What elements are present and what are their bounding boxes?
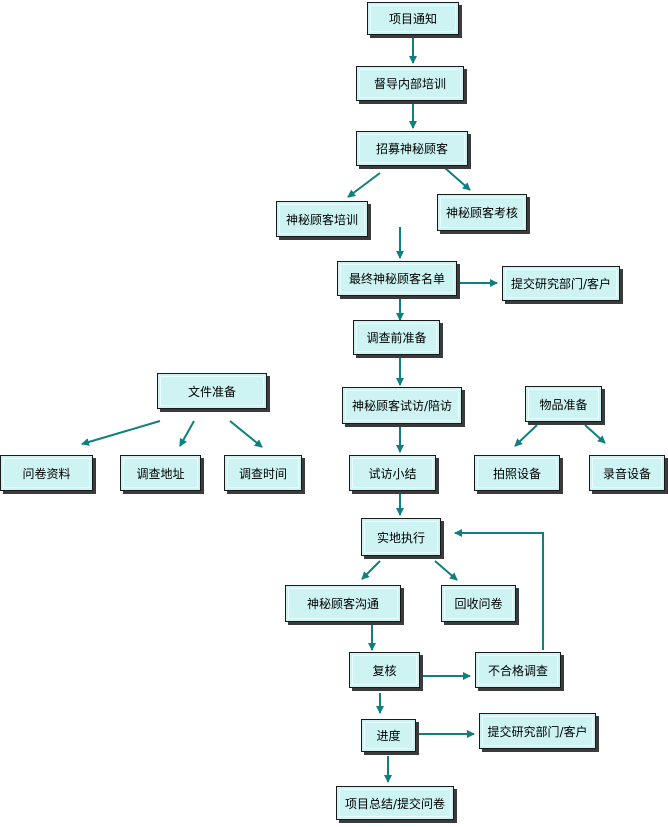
node-pilot-visit: 神秘顾客试访/陪访 xyxy=(342,387,462,424)
node-shopper-assessment: 神秘顾客考核 xyxy=(437,194,527,231)
arrow-n18-n20 xyxy=(434,560,458,581)
arrow-n11-n16 xyxy=(514,424,538,447)
arrow-n18-n19 xyxy=(361,560,381,580)
node-questionnaire-materials: 问卷资料 xyxy=(0,455,93,491)
node-collect-questionnaires: 回收问卷 xyxy=(441,585,516,622)
node-unqualified-survey: 不合格调查 xyxy=(475,652,561,688)
node-camera-equipment: 拍照设备 xyxy=(474,455,560,491)
node-review: 复核 xyxy=(349,652,420,688)
node-final-shopper-list: 最终神秘顾客名单 xyxy=(337,261,457,296)
arrow-n22-n18-return xyxy=(454,529,544,650)
node-pre-survey-prep: 调查前准备 xyxy=(353,320,440,355)
node-recording-equipment: 录音设备 xyxy=(589,455,665,491)
node-internal-training: 督导内部培训 xyxy=(356,66,464,101)
node-shopper-communication: 神秘顾客沟通 xyxy=(285,585,401,622)
arrow-n9-n12 xyxy=(81,420,161,446)
node-project-summary: 项目总结/提交问卷 xyxy=(336,786,454,820)
node-field-execution: 实地执行 xyxy=(361,518,441,556)
node-submit-to-research-2: 提交研究部门/客户 xyxy=(479,713,596,749)
node-recruit-shoppers: 招募神秘顾客 xyxy=(356,131,468,166)
arrow-n3-n5 xyxy=(444,167,471,191)
node-submit-to-research-1: 提交研究部门/客户 xyxy=(502,266,620,301)
arrow-n3-n4 xyxy=(347,172,381,198)
node-shopper-training: 神秘顾客培训 xyxy=(276,201,368,237)
node-document-prep: 文件准备 xyxy=(157,373,267,409)
node-pilot-summary: 试访小结 xyxy=(349,455,436,491)
node-equipment-prep: 物品准备 xyxy=(525,386,602,422)
node-project-notice: 项目通知 xyxy=(367,2,459,35)
node-progress: 进度 xyxy=(361,719,416,752)
arrow-n11-n17 xyxy=(584,424,606,444)
arrow-n9-n14 xyxy=(229,420,263,448)
node-survey-address: 调查地址 xyxy=(120,455,201,491)
node-survey-time: 调查时间 xyxy=(224,455,302,491)
arrow-n9-n13 xyxy=(179,420,195,447)
